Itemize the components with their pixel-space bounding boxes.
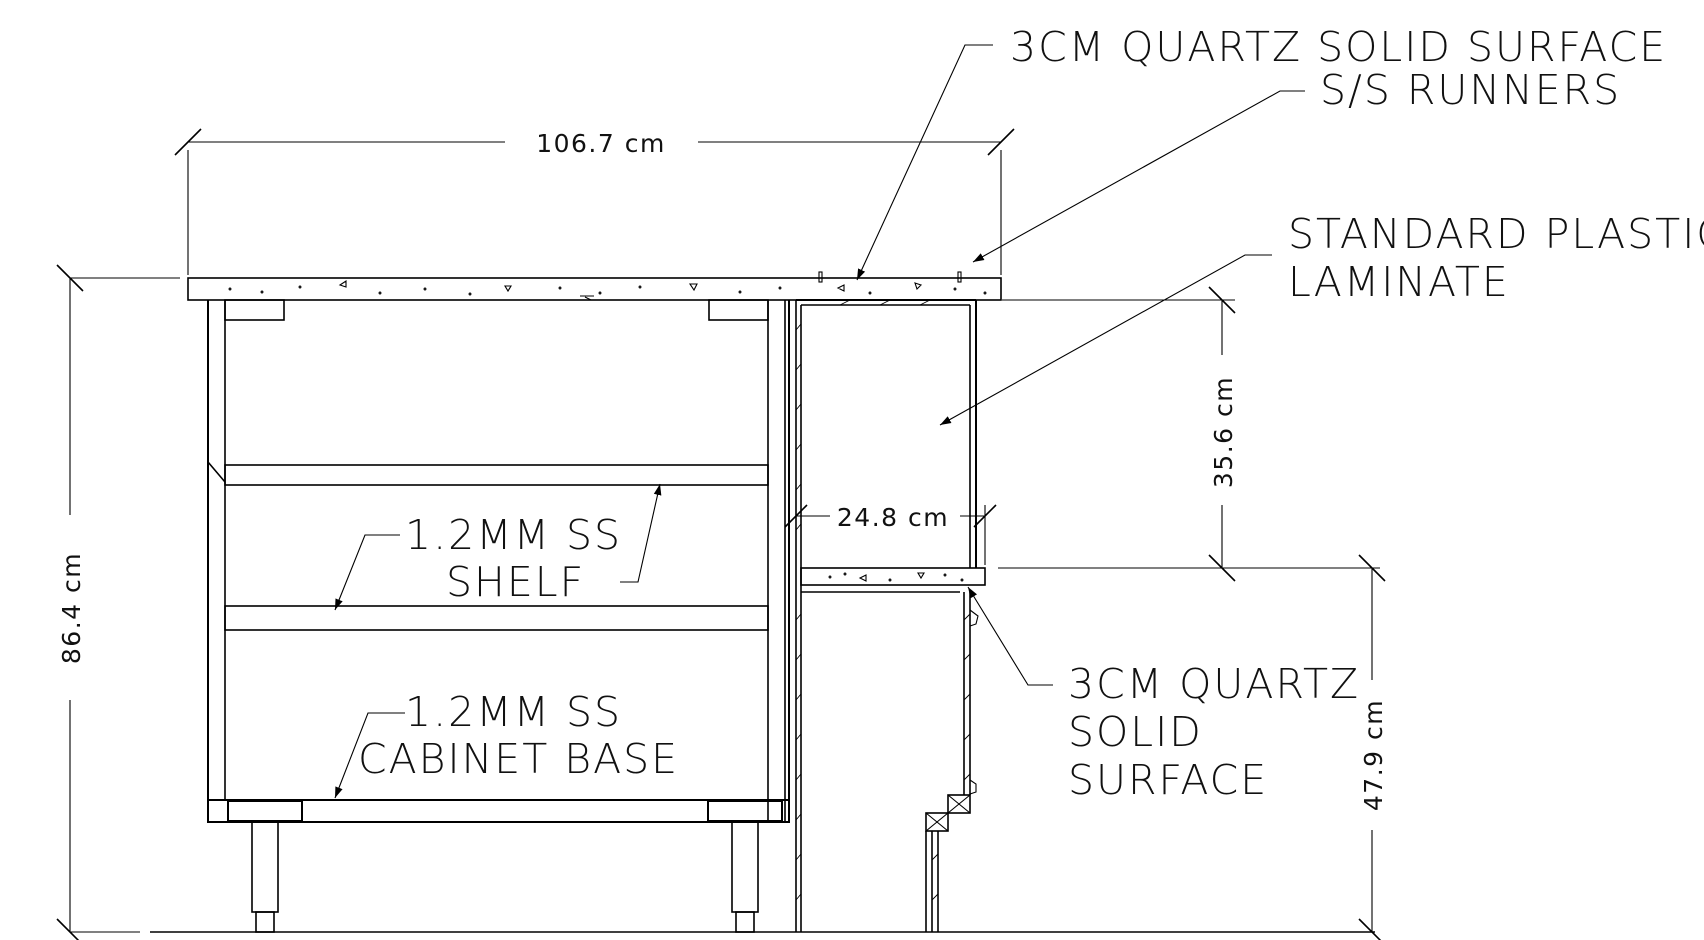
- label-base-line2: CABINET BASE: [358, 735, 679, 783]
- upper-shelf: [224, 464, 769, 486]
- dim-side-depth: 24.8 cm: [784, 503, 997, 565]
- runner-mark: [818, 271, 823, 283]
- dim-lower-height: 47.9 cm: [1358, 554, 1388, 940]
- base-block-left: [227, 800, 303, 822]
- label-runners: S/S RUNNERS: [1320, 66, 1621, 114]
- side-unit: [795, 299, 986, 932]
- countertop-texture: [228, 279, 987, 301]
- label-base-line1: 1.2MM SS: [405, 688, 622, 736]
- side-countertop-texture: [828, 572, 964, 582]
- side-countertop: [800, 567, 986, 586]
- label-shelf-line2: SHELF: [446, 558, 585, 606]
- main-countertop: [187, 271, 1002, 301]
- main-cabinet-body: [207, 299, 790, 823]
- dim-label-86-4: 86.4 cm: [57, 552, 86, 664]
- label-top-surface: 3CM QUARTZ SOLID SURFACE: [1010, 23, 1667, 71]
- dim-label-106-7: 106.7 cm: [536, 129, 666, 158]
- dim-upper-opening: 35.6 cm: [998, 286, 1380, 582]
- runner-mark: [957, 271, 962, 283]
- dim-label-24-8: 24.8 cm: [837, 503, 949, 532]
- dim-overall-width: 106.7 cm: [174, 128, 1015, 275]
- label-laminate-line2: LAMINATE: [1288, 258, 1510, 306]
- panel-hatch: [795, 299, 931, 901]
- callout-cabinet-base: 1.2MM SS CABINET BASE: [334, 688, 679, 799]
- top-cleat-right: [708, 299, 769, 321]
- cabinet-base: [207, 799, 790, 823]
- callout-shelf: 1.2MM SS SHELF: [334, 483, 662, 611]
- callout-laminate: STANDARD PLASTIC LAMINATE: [939, 210, 1704, 426]
- cabinet-legs: [251, 821, 759, 933]
- lower-shelf: [224, 605, 769, 631]
- label-side-surface-line2: SOLID: [1068, 708, 1203, 756]
- support-block: [947, 794, 971, 814]
- label-side-surface-line1: 3CM QUARTZ: [1068, 660, 1360, 708]
- callout-top-surface: 3CM QUARTZ SOLID SURFACE: [856, 23, 1667, 281]
- label-shelf-line1: 1.2MM SS: [405, 511, 622, 559]
- label-laminate-line1: STANDARD PLASTIC: [1288, 210, 1704, 258]
- label-side-surface-line3: SURFACE: [1068, 756, 1268, 804]
- dim-overall-height: 86.4 cm: [56, 264, 180, 940]
- top-cleat-left: [224, 299, 285, 321]
- callout-runners: S/S RUNNERS: [972, 66, 1621, 263]
- dim-label-35-6: 35.6 cm: [1209, 376, 1238, 488]
- dim-label-47-9: 47.9 cm: [1359, 699, 1388, 811]
- callout-side-surface: 3CM QUARTZ SOLID SURFACE: [967, 586, 1360, 804]
- base-block-right: [707, 800, 783, 822]
